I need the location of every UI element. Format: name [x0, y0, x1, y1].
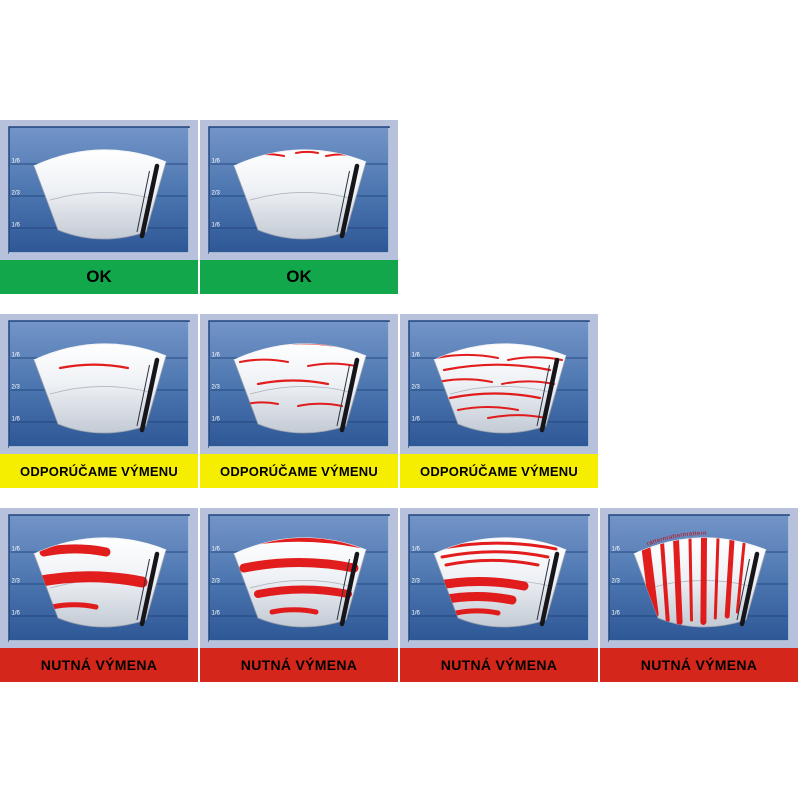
wiper-graphic-ok-2: 1/6 2/3 1/6 — [200, 120, 398, 260]
scale-mark: 1/6 — [212, 417, 221, 423]
scale-mark: 1/6 — [612, 547, 621, 553]
wiper-graphic-warn-2: 1/6 2/3 1/6 — [200, 314, 398, 454]
wiper-svg: 1/6 2/3 1/6 — [208, 126, 390, 254]
wiper-svg: 1/6 2/3 1/6 — [408, 514, 590, 642]
scale-mark: 2/3 — [412, 385, 421, 391]
scale-mark: 1/6 — [12, 417, 21, 423]
scale-mark: 1/6 — [12, 223, 21, 229]
scale-mark: 1/6 — [412, 547, 421, 553]
wiper-graphic-bad-1: 1/6 2/3 1/6 — [0, 508, 198, 648]
status-label: NUTNÁ VÝMENA — [400, 648, 598, 682]
scale-mark: 2/3 — [12, 579, 21, 585]
scale-mark: 1/6 — [212, 223, 221, 229]
wear-streaks — [641, 537, 746, 625]
status-label: ODPORÚČAME VÝMENU — [200, 454, 398, 488]
scale-mark: 1/6 — [212, 547, 221, 553]
scale-mark: 2/3 — [12, 385, 21, 391]
wiper-graphic-warn-1: 1/6 2/3 1/6 — [0, 314, 198, 454]
wiper-blade — [139, 551, 160, 627]
scale-mark: 2/3 — [412, 579, 421, 585]
scale-mark: 1/6 — [12, 353, 21, 359]
status-label: OK — [200, 260, 398, 294]
wiper-blade — [339, 357, 360, 433]
wiper-blade — [139, 357, 160, 433]
status-label: OK — [0, 260, 198, 294]
scale-mark: 1/6 — [412, 611, 421, 617]
wiper-graphic-bad-3: 1/6 2/3 1/6 — [400, 508, 598, 648]
wiper-blade — [339, 551, 360, 627]
scale-mark: 1/6 — [12, 159, 21, 165]
wear-streaks — [58, 363, 130, 370]
wiper-graphic-warn-3: 1/6 2/3 1/6 — [400, 314, 598, 454]
wiper-blade — [339, 163, 360, 239]
scale-mark: 1/6 — [12, 611, 21, 617]
scale-mark: 2/3 — [212, 579, 221, 585]
scale-mark: 1/6 — [12, 547, 21, 553]
wiper-svg: 1/6 2/3 1/6 — [8, 320, 190, 448]
scale-mark: 1/6 — [212, 611, 221, 617]
wiper-graphic-bad-2: 1/6 2/3 1/6 — [200, 508, 398, 648]
wiper-svg: 1/6 2/3 1/6 — [8, 514, 190, 642]
scale-mark: 2/3 — [212, 385, 221, 391]
status-label: NUTNÁ VÝMENA — [0, 648, 198, 682]
scale-mark: 2/3 — [612, 579, 621, 585]
wiper-graphic-ok-1: 1/6 2/3 1/6 — [0, 120, 198, 260]
status-label: NUTNÁ VÝMENA — [600, 648, 798, 682]
wiper-blade — [739, 551, 760, 627]
scale-mark: 1/6 — [212, 353, 221, 359]
wiper-blade — [539, 357, 560, 433]
wiper-svg: 1/6 2/3 1/6 — [208, 514, 390, 642]
wiper-svg: 1/6 2/3 1/6 — [408, 320, 590, 448]
wiper-blade — [139, 163, 160, 239]
wiper-svg: 1/6 2/3 1/6 — [208, 320, 390, 448]
status-label: NUTNÁ VÝMENA — [200, 648, 398, 682]
scale-mark: 1/6 — [412, 353, 421, 359]
scale-mark: 1/6 — [212, 159, 221, 165]
status-label: ODPORÚČAME VÝMENU — [0, 454, 198, 488]
wiper-svg: 1/6 2/3 1/6 — [8, 126, 190, 254]
wear-streaks — [34, 544, 148, 610]
status-label: ODPORÚČAME VÝMENU — [400, 454, 598, 488]
scale-mark: 1/6 — [412, 417, 421, 423]
scale-mark: 1/6 — [612, 611, 621, 617]
scale-mark: 2/3 — [12, 191, 21, 197]
scale-mark: 2/3 — [212, 191, 221, 197]
wiper-blade — [539, 551, 560, 627]
